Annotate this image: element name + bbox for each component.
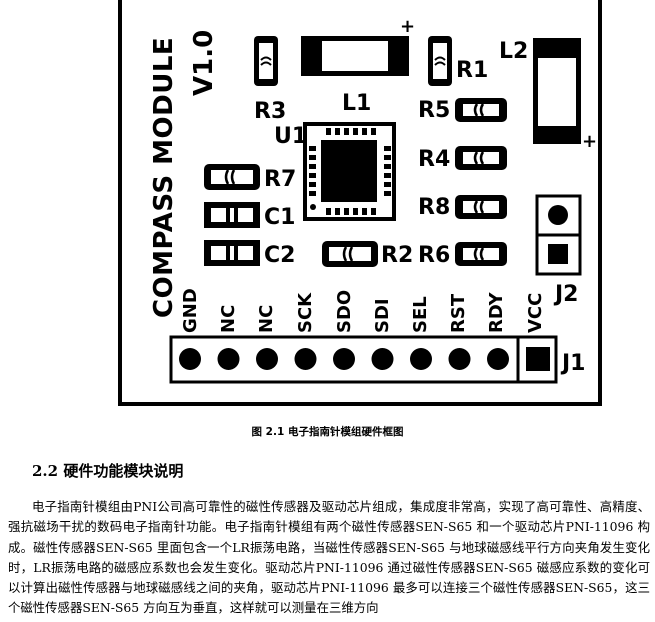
r2-resistor	[322, 241, 378, 267]
r3-resistor	[254, 36, 278, 86]
section-heading: 2.2 硬件功能模块说明	[32, 462, 184, 480]
figure-caption: 图 2.1 电子指南针模组硬件框图	[251, 426, 404, 438]
j1-pin-pad	[448, 348, 471, 370]
j1-pin-pad	[487, 348, 509, 370]
r5-label: R5	[418, 98, 450, 123]
pin-label-sdi-5: SDI	[372, 298, 393, 333]
j1-pin-pad	[256, 348, 278, 370]
pin-label-sel-6: SEL	[410, 296, 431, 333]
c2-capacitor	[204, 240, 260, 266]
pin-label-rst-7: RST	[448, 293, 469, 333]
paragraph-text: 电子指南针模组由PNI公司高可靠性的磁性传感器及驱动芯片组成，集成度非常高，实现…	[8, 499, 650, 616]
module-title: COMPASS MODULE	[149, 37, 179, 318]
pin-label-vcc-9: VCC	[525, 293, 546, 333]
r1-resistor	[428, 36, 452, 86]
r3-label: R3	[254, 99, 286, 124]
j1-header	[169, 335, 558, 384]
j2-header	[535, 194, 582, 276]
c2-label: C2	[264, 243, 295, 268]
body-paragraph: 电子指南针模组由PNI公司高可靠性的磁性传感器及驱动芯片组成，集成度非常高，实现…	[8, 497, 650, 619]
r2-label: R2	[381, 243, 413, 268]
r1-label: R1	[456, 58, 488, 83]
pcb-board-diagram: COMPASS MODULE V1.0 R3 + L1 R1 L2 +	[118, 0, 602, 406]
r7-label: R7	[264, 167, 296, 192]
j1-pin-pad	[333, 348, 355, 370]
l2-inductor	[533, 38, 581, 144]
u1-label: U1	[274, 124, 307, 149]
j1-pin-pad	[294, 348, 317, 370]
l1-polarity: +	[400, 16, 415, 37]
version-label: V1.0	[189, 30, 219, 96]
l2-label: L2	[499, 39, 528, 64]
r6-resistor	[455, 242, 507, 266]
pin-label-nc-1: NC	[218, 305, 239, 333]
r5-resistor	[455, 98, 507, 122]
l1-inductor	[301, 36, 409, 76]
r4-resistor	[455, 146, 507, 170]
j1-pin-pad	[217, 348, 240, 370]
l1-label: L1	[342, 91, 371, 116]
pin-label-sck-3: SCK	[295, 292, 316, 333]
j1-pin-pad	[410, 348, 432, 370]
r8-label: R8	[418, 195, 450, 220]
j1-label: J1	[560, 351, 586, 376]
c1-capacitor	[204, 202, 260, 228]
u1-chip	[303, 122, 396, 221]
j1-vcc-pad	[526, 347, 550, 371]
l2-polarity: +	[582, 131, 597, 152]
j1-pin-pad	[371, 348, 394, 370]
pin-label-gnd-0: GND	[180, 288, 201, 333]
r8-resistor	[455, 195, 507, 219]
pin-label-nc-2: NC	[256, 305, 277, 333]
r6-label: R6	[418, 243, 450, 268]
r4-label: R4	[418, 147, 450, 172]
j1-pin-pad	[179, 348, 201, 370]
c1-label: C1	[264, 205, 295, 230]
j2-label: J2	[553, 282, 579, 307]
r7-resistor	[204, 164, 260, 190]
pin-label-rdy-8: RDY	[486, 292, 507, 333]
pin-label-sdo-4: SDO	[334, 290, 355, 333]
